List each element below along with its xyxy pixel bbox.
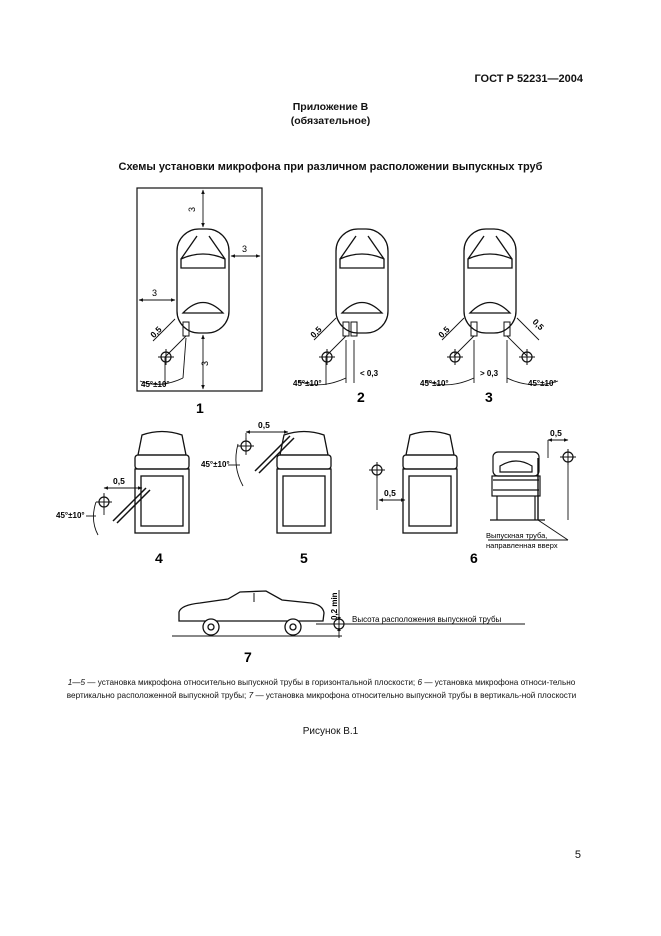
microphone-icon xyxy=(319,349,335,365)
diagram-6 xyxy=(376,430,458,534)
exhaust-height-note: Высота расположения выпускной трубы xyxy=(352,615,502,624)
caption-ref: 6 xyxy=(417,678,423,687)
diagram-4 xyxy=(86,430,190,536)
diagram-2 xyxy=(297,228,389,386)
diagram-number: 4 xyxy=(155,550,163,566)
dim-diagonal-label: 0,5 xyxy=(308,324,324,340)
dim-label: 0,2 min xyxy=(330,592,339,620)
dim-diagonal-label: 0,5 xyxy=(148,324,164,340)
car-top-view xyxy=(335,228,389,337)
diagram-number: 7 xyxy=(244,649,252,665)
dim-top-label: 3 xyxy=(187,207,197,212)
page-number: 5 xyxy=(574,849,581,861)
car-rear-view xyxy=(402,430,458,534)
caption-text: — установка микрофона относи-тельно верт… xyxy=(66,678,576,700)
angle-label: 45°±10° xyxy=(141,380,170,389)
dim-label: 0,5 xyxy=(550,428,562,438)
dim-right-label: 3 xyxy=(242,244,247,254)
figure-title: Схемы установки микрофона при различном … xyxy=(118,161,543,173)
gap-label: < 0,3 xyxy=(360,369,379,378)
angle-right-label: 45°±10° xyxy=(528,379,557,388)
angle-left-label: 45°±10° xyxy=(420,379,449,388)
angle-label: 45°±10° xyxy=(201,460,230,469)
caption-ref: 7 xyxy=(248,690,254,700)
appendix-name: Приложение В xyxy=(292,101,369,113)
diagram-7 xyxy=(172,590,525,638)
angle-label: 45°±10° xyxy=(56,511,85,520)
microphone-icon xyxy=(560,449,576,465)
dim-label: 0,5 xyxy=(258,420,270,430)
microphone-icon xyxy=(519,349,535,365)
diagram-6-side xyxy=(488,438,569,541)
microphone-icon xyxy=(369,462,385,478)
diagram-number: 1 xyxy=(196,400,204,416)
diagram-number: 3 xyxy=(485,389,493,405)
exhaust-note-line-1: Выпускная труба, xyxy=(486,531,547,540)
standard-header: ГОСТ Р 52231—2004 xyxy=(474,73,583,85)
diagram-5 xyxy=(228,430,332,534)
caption-text: — установка микрофона относительно выпус… xyxy=(253,690,577,700)
diagram-number: 5 xyxy=(300,550,308,566)
caption-ref: 1—5 xyxy=(67,678,85,687)
car-rear-view xyxy=(276,430,332,534)
figure-caption: 1—5 — установка микрофона относительно в… xyxy=(54,677,589,702)
diagram-number: 6 xyxy=(470,550,478,566)
dim-label: 0,5 xyxy=(384,488,396,498)
microphone-icon xyxy=(158,349,174,365)
microphone-icon xyxy=(447,349,463,365)
car-rear-view xyxy=(134,430,190,534)
diagram-1 xyxy=(136,187,263,392)
car-top-view xyxy=(176,228,230,337)
car-top-view xyxy=(463,228,517,337)
microphone-icon xyxy=(238,438,254,454)
gap-label: > 0,3 xyxy=(480,369,499,378)
angle-label: 45°±10° xyxy=(293,379,322,388)
diagram-3 xyxy=(425,228,559,386)
diagram-number: 2 xyxy=(357,389,365,405)
appendix-status: (обязательное) xyxy=(290,115,371,127)
dim-diagonal-left-label: 0,5 xyxy=(436,324,452,340)
car-side-view xyxy=(178,590,325,636)
dim-left-label: 3 xyxy=(152,288,157,298)
measurement-boundary xyxy=(136,187,263,392)
figure-label: Рисунок В.1 xyxy=(302,726,359,737)
appendix-heading: Приложение В (обязательное) xyxy=(0,100,661,128)
caption-text: — установка микрофона относительно выпус… xyxy=(85,678,418,687)
microphone-icon xyxy=(96,494,112,510)
exhaust-note-line-2: направленная вверх xyxy=(486,541,558,550)
dim-bottom-label: 3 xyxy=(200,361,210,366)
truck-side-view xyxy=(490,451,545,521)
dim-label: 0,5 xyxy=(113,476,125,486)
dim-diagonal-right-label: 0,5 xyxy=(531,317,547,333)
